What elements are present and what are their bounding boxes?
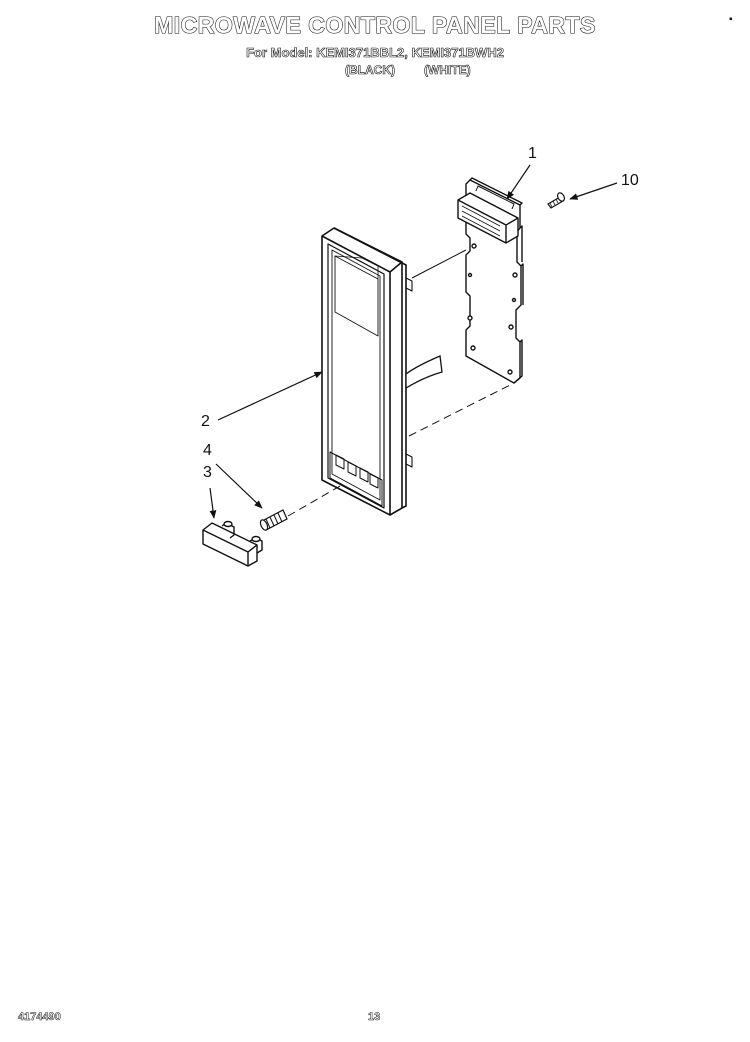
ribbon-cable [405, 355, 443, 390]
control-panel-part-2 [321, 227, 413, 516]
corner-mark: ▪ [729, 14, 733, 25]
leader-arrow-2 [217, 371, 323, 421]
leader-arrow-4 [215, 463, 263, 509]
page-title: MICROWAVE CONTROL PANEL PARTS [154, 11, 596, 38]
spring-part-4 [259, 509, 288, 531]
callout-arrows [209, 164, 618, 519]
model-subtitle: For Model: KEMI371BBL2, KEMI371BWH2 [246, 45, 504, 61]
color-black-label: (BLACK) [345, 63, 396, 78]
leader-arrow-1 [506, 164, 531, 200]
color-white-label: (WHITE) [424, 63, 471, 78]
assembly-lines [287, 249, 515, 517]
callout-4: 4 [203, 442, 212, 459]
callout-3: 3 [203, 464, 212, 481]
leader-arrow-10 [569, 182, 618, 200]
control-board-part-1 [457, 177, 524, 384]
leader-arrow-3 [209, 487, 217, 519]
document-number: 4174490 [18, 1011, 61, 1024]
callout-10: 10 [621, 172, 639, 189]
page-number: 13 [368, 1011, 381, 1024]
callout-1: 1 [528, 145, 537, 162]
screw-part-10 [547, 192, 566, 209]
button-part-3 [202, 520, 263, 567]
callout-2: 2 [201, 413, 210, 430]
